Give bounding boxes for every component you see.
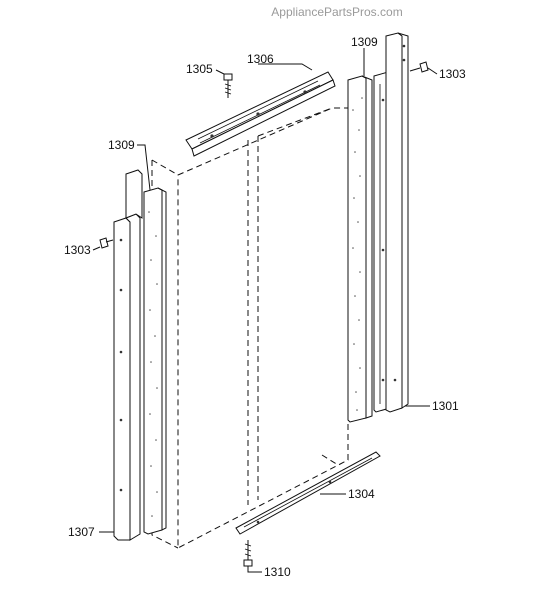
- screw-1303-left: [99, 237, 114, 249]
- bottom-trim-1304: [235, 451, 381, 535]
- right-foam-strip-1309: [347, 75, 373, 423]
- callouts: 1305 1306 1309 1303 1309 1303 1301 1304 …: [64, 35, 466, 579]
- cabinet-outline: [151, 107, 349, 549]
- callout-1303-right: 1303: [439, 67, 466, 81]
- left-channel-1307: [113, 169, 143, 541]
- right-channel-1301: [385, 32, 409, 413]
- callout-1309-left: 1309: [108, 138, 135, 152]
- callout-1305: 1305: [186, 62, 213, 76]
- top-trim-1306: [185, 71, 336, 157]
- callout-1303-left: 1303: [64, 243, 91, 257]
- callout-1301: 1301: [432, 399, 459, 413]
- leader-lines: [92, 48, 438, 573]
- watermark: AppliancePartsPros.com: [271, 5, 402, 19]
- callout-1309-right: 1309: [351, 35, 378, 49]
- callout-1307: 1307: [68, 525, 95, 539]
- callout-1304: 1304: [348, 487, 375, 501]
- callout-1310: 1310: [264, 565, 291, 579]
- left-foam-strip-1309: [143, 187, 167, 535]
- screw-1310: [243, 540, 253, 567]
- callout-1306: 1306: [247, 52, 274, 66]
- screw-1305: [223, 73, 233, 98]
- screw-1303-right: [409, 61, 429, 73]
